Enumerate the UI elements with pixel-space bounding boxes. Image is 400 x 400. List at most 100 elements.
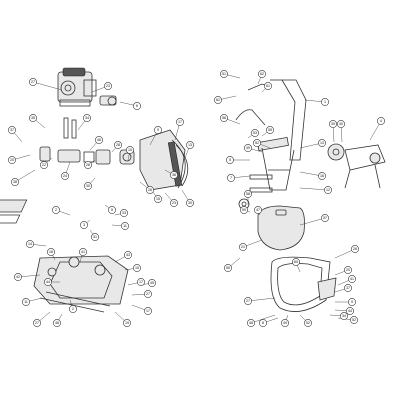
- callout-number: 27: [35, 321, 39, 325]
- callout-circle: [244, 144, 252, 152]
- callout-c-17c: 17: [144, 307, 152, 315]
- callout-circle: [44, 278, 52, 286]
- base-plate-assembly: [33, 255, 129, 313]
- callout-number: 6: [136, 104, 138, 108]
- callout-circle: [220, 114, 228, 122]
- callout-circle: [304, 319, 312, 327]
- callout-c-21a: 21: [239, 243, 247, 251]
- callout-circle: [348, 298, 356, 306]
- callout-c-60a: 60: [292, 258, 300, 266]
- callout-c-27b: 27: [144, 290, 152, 298]
- callout-circle: [226, 156, 234, 164]
- callout-c-34a: 34: [83, 114, 91, 122]
- callout-circle: [29, 114, 37, 122]
- callout-c-61a: 61: [264, 82, 272, 90]
- leader-line-c-27d: [247, 297, 276, 302]
- callout-number: 55: [268, 128, 272, 132]
- callout-c-18a: 18: [47, 248, 55, 256]
- callout-circle: [240, 206, 248, 214]
- callout-number: 13: [188, 143, 192, 147]
- callout-c-62a: 62: [258, 70, 266, 78]
- callout-number: 44: [46, 280, 50, 284]
- callout-circle: [258, 70, 266, 78]
- callout-c-13a: 13: [186, 141, 194, 149]
- callout-circle: [114, 141, 122, 149]
- callout-number: 15: [156, 197, 160, 201]
- callout-circle: [329, 120, 337, 128]
- callout-c-58a: 58: [244, 190, 252, 198]
- callout-number: 11: [24, 300, 28, 304]
- callout-c-55a: 55: [266, 126, 274, 134]
- callout-c-13b: 13: [318, 139, 326, 147]
- callout-number: 41: [81, 250, 85, 254]
- callout-number: 28: [116, 143, 120, 147]
- callout-number: 12: [326, 188, 330, 192]
- callout-c-2b: 2: [69, 305, 77, 313]
- callout-circle: [29, 78, 37, 86]
- callout-number: 41: [350, 277, 354, 281]
- callout-number: 38: [13, 180, 17, 184]
- callout-number: 30: [188, 201, 192, 205]
- callout-c-37b: 37: [344, 284, 352, 292]
- leader-line-c-57a: [299, 217, 326, 226]
- callout-c-5a: 5: [108, 206, 116, 214]
- lifting-frame-assembly: [270, 256, 337, 312]
- callout-number: 5: [229, 158, 231, 162]
- callout-c-26c: 26: [351, 245, 359, 253]
- callout-circle: [14, 273, 22, 281]
- callout-circle: [244, 190, 252, 198]
- callout-circle: [266, 126, 274, 134]
- callout-c-39a: 39: [329, 120, 337, 128]
- callout-c-9b: 9: [348, 298, 356, 306]
- callout-c-17b: 17: [137, 278, 145, 286]
- callout-circle: [214, 96, 222, 104]
- callout-circle: [344, 284, 352, 292]
- callout-c-52c: 52: [304, 319, 312, 327]
- callout-number: 18: [49, 250, 53, 254]
- callout-c-37a: 37: [8, 126, 16, 134]
- callout-c-46a: 46: [95, 136, 103, 144]
- callout-circle: [170, 171, 178, 179]
- callout-c-53a: 53: [251, 129, 259, 137]
- callout-c-43a: 43: [124, 251, 132, 259]
- callout-c-5b: 5: [226, 156, 234, 164]
- callout-number: 42: [16, 275, 20, 279]
- callout-c-59b: 59: [224, 264, 232, 272]
- callout-circle: [47, 248, 55, 256]
- callout-number: 59: [226, 266, 230, 270]
- callout-c-57a: 57: [321, 214, 329, 222]
- callout-circle: [8, 156, 16, 164]
- callout-circle: [124, 251, 132, 259]
- callout-c-35a: 35: [29, 114, 37, 122]
- callout-number: 60: [294, 260, 298, 264]
- callout-number: 14: [28, 242, 32, 246]
- callout-circle: [126, 146, 134, 154]
- callout-c-30a: 30: [84, 182, 92, 190]
- callout-c-12a: 12: [324, 186, 332, 194]
- callout-circle: [84, 161, 92, 169]
- callout-c-22a: 22: [40, 161, 48, 169]
- callout-c-23b: 23: [170, 199, 178, 207]
- callout-circle: [344, 266, 352, 274]
- callout-c-44a: 44: [44, 278, 52, 286]
- callout-number: 33: [122, 211, 126, 215]
- callout-number: 9: [351, 300, 353, 304]
- callout-number: 48: [249, 321, 253, 325]
- callout-circle: [348, 275, 356, 283]
- leader-line-c-27a: [32, 81, 63, 91]
- callout-number: 19: [125, 321, 129, 325]
- callout-circle: [340, 312, 348, 320]
- callout-c-3a: 3: [80, 221, 88, 229]
- callout-circle: [351, 245, 359, 253]
- callout-labels: 2723635373446203822242628109171336305331…: [8, 70, 385, 327]
- callout-circle: [154, 195, 162, 203]
- callout-circle: [254, 206, 262, 214]
- callout-number: 40: [339, 122, 343, 126]
- callout-circle: [321, 98, 329, 106]
- callout-number: 39: [331, 122, 335, 126]
- callout-circle: [133, 102, 141, 110]
- callout-number: 45: [150, 281, 154, 285]
- callout-number: 1: [324, 100, 326, 104]
- callout-c-44b: 44: [346, 307, 354, 315]
- callout-c-24a: 24: [61, 172, 69, 180]
